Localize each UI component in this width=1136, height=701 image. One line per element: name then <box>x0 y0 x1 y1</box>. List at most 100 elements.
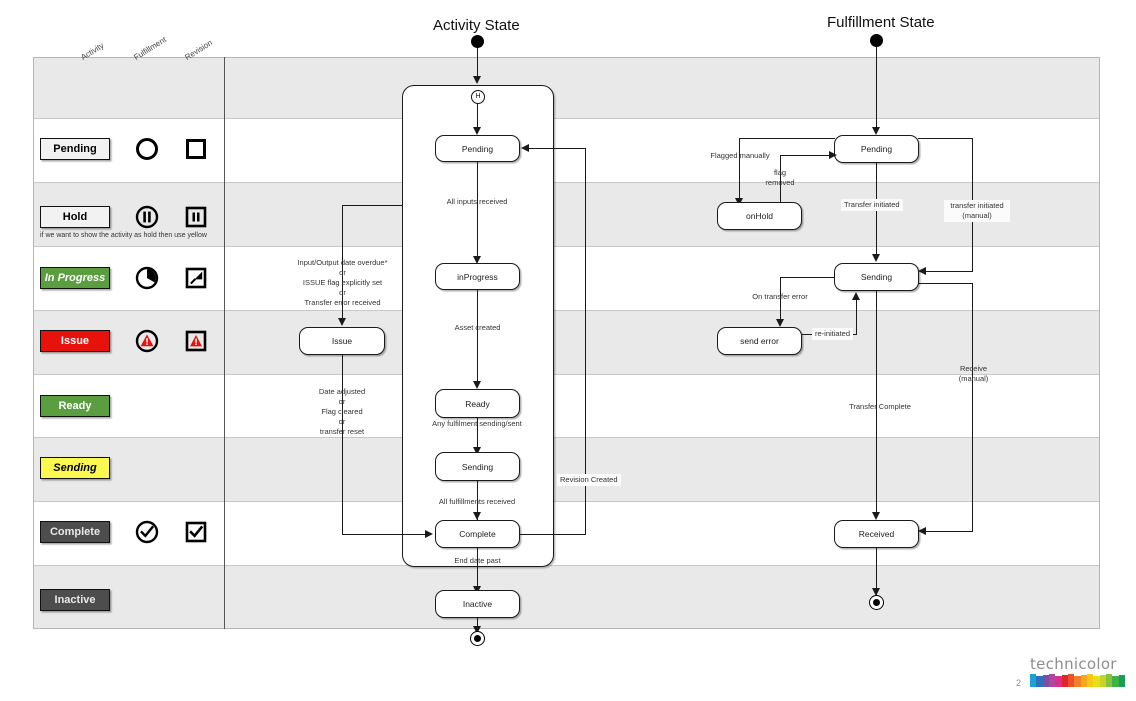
fulfillment-node-onhold[interactable]: onHold <box>717 202 802 230</box>
from-issue-or1: or <box>338 397 346 406</box>
logo-bar <box>1055 676 1062 687</box>
activity-node-sending[interactable]: Sending <box>435 452 520 481</box>
fulfillment-end-node <box>869 595 884 610</box>
legend-chip-sending: Sending <box>40 457 110 479</box>
from-issue-or2: or <box>338 417 346 426</box>
edge-onhold-to-pending-up <box>780 155 782 205</box>
logo-bar <box>1067 674 1075 687</box>
arrowhead <box>829 151 837 159</box>
edge-label-flag-removed: flag removed <box>755 168 805 188</box>
edge-receive-manual-top <box>918 283 973 285</box>
fulfillment-node-received[interactable]: Received <box>834 520 919 548</box>
arrowhead <box>473 381 481 389</box>
logo-bar <box>1036 676 1043 687</box>
legend-chip-complete: Complete <box>40 521 110 543</box>
warning-circle-icon <box>134 328 160 354</box>
band-issue <box>33 310 1100 374</box>
activity-state-title: Activity State <box>433 17 520 34</box>
edge-label-transfer-initiated: Transfer initiated <box>841 199 903 211</box>
arrowhead <box>521 144 529 152</box>
fulfillment-node-send-error[interactable]: send error <box>717 327 802 355</box>
band-sep <box>33 182 1100 183</box>
square-icon <box>183 136 209 162</box>
fulfillment-node-sending[interactable]: Sending <box>834 263 919 291</box>
band-pending <box>33 118 1100 182</box>
from-issue-line1: Date adjusted <box>318 387 366 396</box>
arrowhead <box>473 127 481 135</box>
activity-node-complete[interactable]: Complete <box>435 520 520 548</box>
edge-receive-manual-down <box>972 283 974 532</box>
page-number: 2 <box>1016 678 1022 688</box>
logo-color-bars <box>1030 674 1125 687</box>
logo-bar <box>1099 675 1106 687</box>
edge-ready-to-sending <box>477 418 479 449</box>
to-issue-line2: ISSUE flag explicitly set <box>302 278 383 287</box>
activity-node-inactive[interactable]: Inactive <box>435 590 520 618</box>
band-sending <box>33 437 1100 501</box>
arrowhead <box>473 447 481 455</box>
logo-bar <box>1074 676 1081 687</box>
activity-end-node <box>470 631 485 646</box>
logo-bar <box>1080 675 1087 687</box>
arrowhead <box>338 318 346 326</box>
activity-node-ready[interactable]: Ready <box>435 389 520 418</box>
edge-pending-manual-to-sending <box>926 271 973 273</box>
edge-sending-to-senderror-left <box>780 277 835 279</box>
check-square-icon <box>183 519 209 545</box>
activity-node-issue[interactable]: Issue <box>299 327 385 355</box>
from-issue-line2: Flag cleared <box>321 407 363 416</box>
edge-revision-to-pending <box>529 148 586 150</box>
edge-label-on-transfer-error: On transfer error <box>752 292 808 301</box>
pause-square-icon <box>183 204 209 230</box>
arrowhead <box>852 292 860 300</box>
history-pseudostate: H <box>471 90 485 104</box>
band-hold <box>33 182 1100 246</box>
band-sep <box>33 437 1100 438</box>
fulfillment-node-pending[interactable]: Pending <box>834 135 919 163</box>
edge-start-to-composite <box>477 48 479 78</box>
technicolor-logo: technicolor <box>1030 655 1125 687</box>
logo-bar <box>1086 674 1094 687</box>
arrowhead <box>872 512 880 520</box>
to-issue-line3: Transfer error received <box>304 298 381 307</box>
logo-bar <box>1042 675 1049 687</box>
activity-node-inprogress[interactable]: inProgress <box>435 263 520 290</box>
edge-fs-start-to-pending <box>876 47 878 130</box>
band-sep <box>33 501 1100 502</box>
ti-manual-line2: (manual) <box>962 211 992 220</box>
band-sep <box>33 310 1100 311</box>
edge-label-transfer-initiated-manual: transfer initiated (manual) <box>944 200 1010 222</box>
edge-label-receive-manual: Receive (manual) <box>946 364 1001 384</box>
edge-label-all-inputs: All inputs received <box>446 197 508 206</box>
flag-removed-line2: removed <box>765 178 795 187</box>
edge-label-flagged-manually: Flagged manually <box>710 151 770 160</box>
edge-label-to-issue: Input/Output date overdue* or ISSUE flag… <box>285 258 400 308</box>
edge-receive-manual-to-received <box>926 531 973 533</box>
edge-pending-manual-top <box>918 138 973 140</box>
logo-bar <box>1105 674 1113 687</box>
edge-onhold-to-pending-right <box>780 155 833 157</box>
receive-manual-line2: (manual) <box>958 374 989 383</box>
logo-bar <box>1118 675 1125 687</box>
fulfillment-start-node <box>870 34 883 47</box>
arrowhead <box>473 626 481 634</box>
band-sep <box>33 565 1100 566</box>
check-circle-icon <box>134 519 160 545</box>
activity-node-pending[interactable]: Pending <box>435 135 520 162</box>
flag-removed-line1: flag <box>773 168 787 177</box>
edge-label-re-initiated: re-initiated <box>812 328 854 340</box>
legend-chip-ready: Ready <box>40 395 110 417</box>
edge-reinitiated-up <box>856 296 858 335</box>
arrowhead <box>425 530 433 538</box>
legend-chip-pending: Pending <box>40 138 110 160</box>
from-issue-line3: transfer reset <box>319 427 365 436</box>
arrowhead <box>872 254 880 262</box>
legend-chip-in-progress: In Progress <box>40 267 110 289</box>
pause-circle-icon <box>134 204 160 230</box>
edge-inprogress-to-ready <box>477 290 479 382</box>
arrowhead <box>872 127 880 135</box>
legend-chip-inactive: Inactive <box>40 589 110 611</box>
band-sep <box>33 118 1100 119</box>
edge-revision-up <box>585 148 587 535</box>
legend-hold-note: if we want to show the activity as hold … <box>40 232 207 239</box>
